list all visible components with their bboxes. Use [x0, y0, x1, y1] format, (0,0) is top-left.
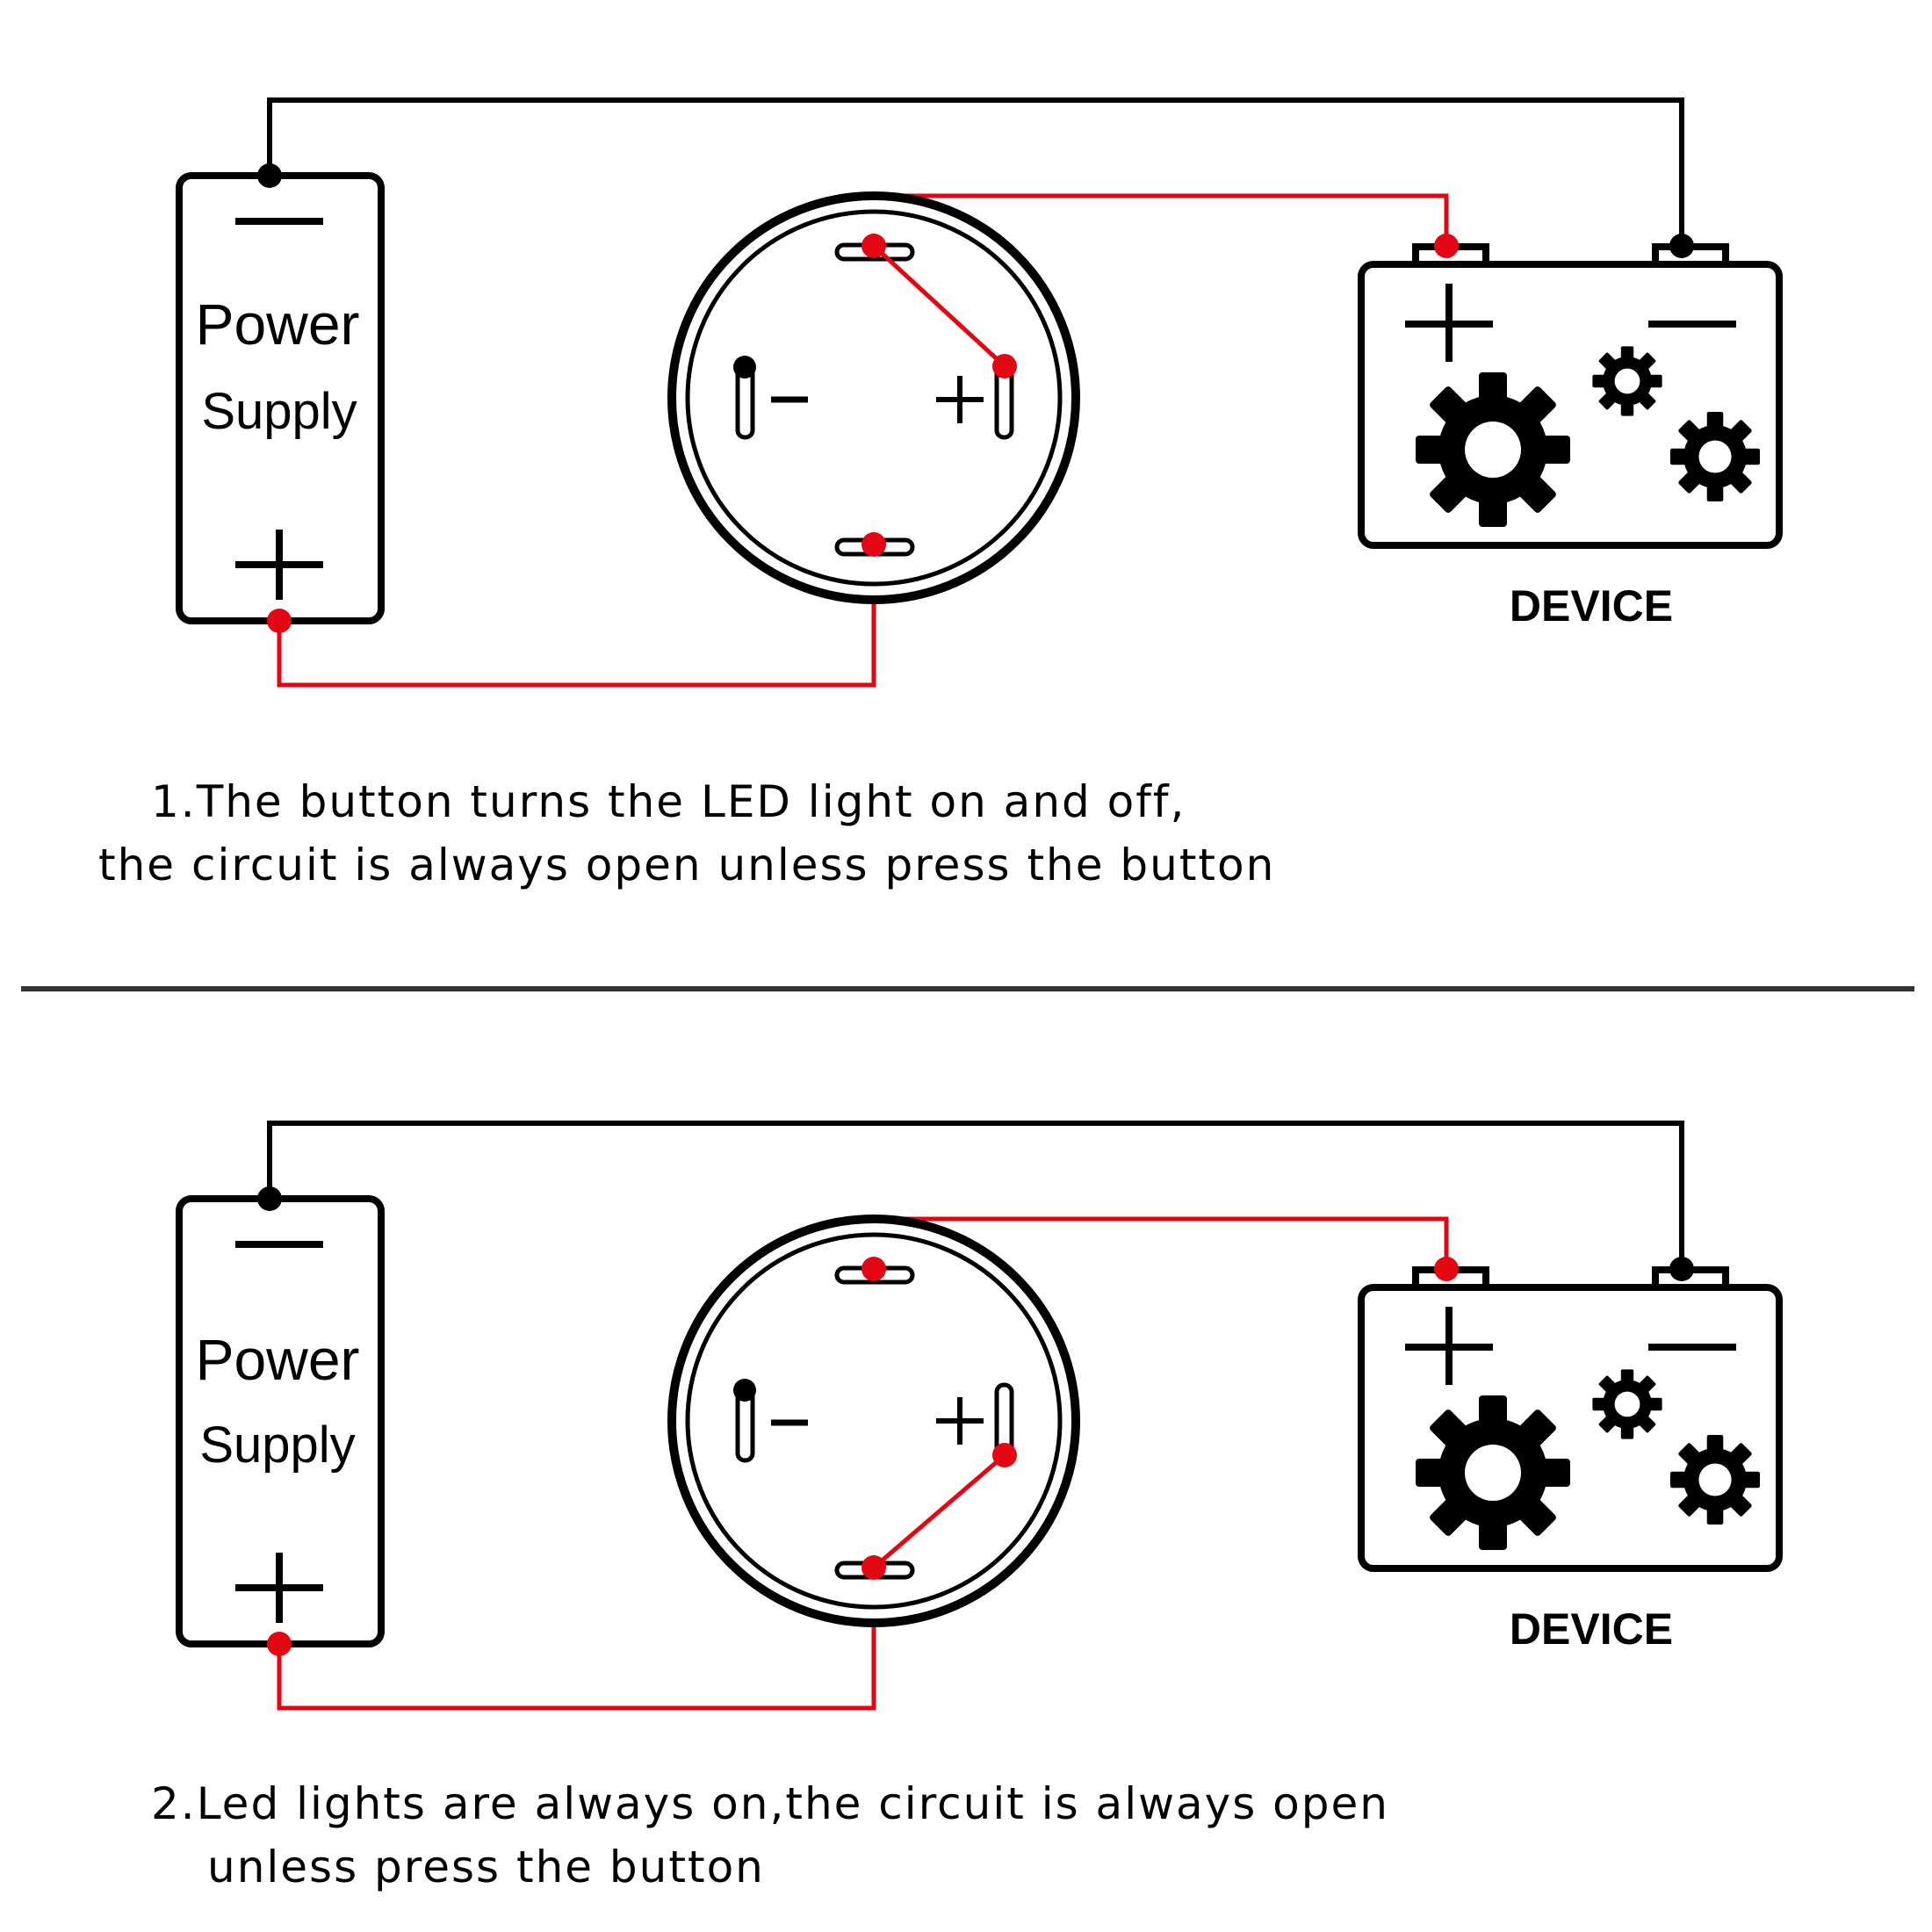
device-label: DEVICE — [1510, 1604, 1673, 1654]
power-supply: Power Supply — [176, 1186, 385, 1656]
supply-label: Supply — [199, 1417, 355, 1474]
gear-icon — [1416, 1395, 1570, 1550]
caption-1-line-1: 1.The button turns the LED light on and … — [151, 776, 1186, 827]
terminal-positive — [267, 609, 292, 633]
caption-2-line-1: 2.Led lights are always on,the circuit i… — [151, 1778, 1389, 1829]
power-label: Power — [195, 1327, 359, 1392]
negative-wire — [267, 97, 1684, 246]
positive-wire-supply-to-switch — [277, 1568, 876, 1711]
diagram-2: Power Supply — [176, 1121, 1783, 1711]
terminal-positive — [267, 1632, 292, 1656]
power-supply: Power Supply — [176, 163, 385, 633]
led-minus-dot — [733, 356, 756, 378]
section-divider — [21, 986, 1914, 991]
led-jumper-wire — [872, 1453, 1006, 1569]
gear-icon — [1592, 346, 1662, 416]
caption-2-line-2: unless press the button — [207, 1842, 765, 1892]
negative-wire — [267, 1121, 1684, 1269]
push-button-switch — [667, 191, 1080, 604]
push-button-switch — [667, 1215, 1080, 1627]
terminal-negative — [257, 1186, 282, 1211]
positive-wire-supply-to-switch — [277, 544, 876, 688]
supply-label: Supply — [201, 383, 357, 440]
led-minus-dot — [733, 1379, 756, 1402]
power-label: Power — [195, 292, 359, 357]
gear-icon — [1592, 1369, 1662, 1439]
diagram-1: Power Supply — [176, 97, 1783, 688]
device-label: DEVICE — [1510, 581, 1673, 631]
caption-1-line-2: the circuit is always open unless press … — [98, 840, 1276, 890]
led-jumper-wire — [872, 244, 1006, 368]
gear-icon — [1669, 1434, 1761, 1525]
device: DEVICE — [1358, 234, 1783, 631]
gear-icon — [1416, 372, 1570, 527]
terminal-negative — [257, 163, 282, 188]
device: DEVICE — [1358, 1257, 1783, 1654]
gear-icon — [1669, 411, 1761, 502]
